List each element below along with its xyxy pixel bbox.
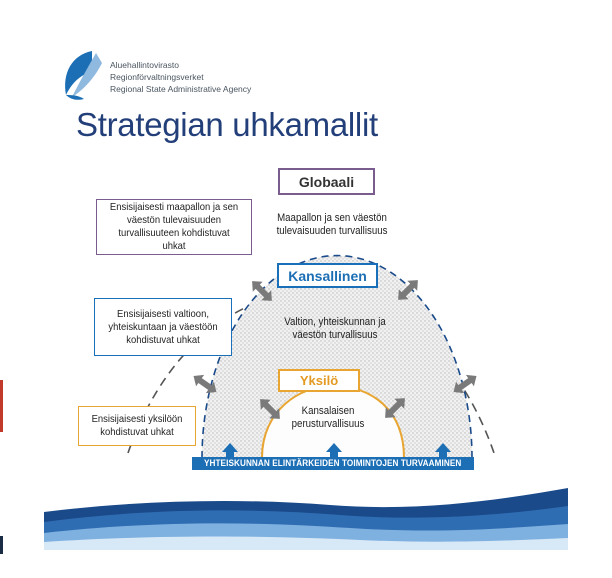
left-edge-accent-dark [0,536,3,554]
foundation-arrows [222,443,451,458]
agency-name-sv: Regionförvaltningsverket [110,72,204,82]
global-heading: Globaali [278,168,375,195]
global-description: Maapallon ja sen väestön tulevaisuuden t… [276,212,388,237]
wave-footer [44,488,568,550]
global-threat-label: Ensisijaisesti maapallon ja sen väestön … [96,199,252,255]
left-edge-accent [0,380,3,432]
national-heading: Kansallinen [277,263,378,288]
individual-heading: Yksilö [278,369,360,392]
agency-name-en: Regional State Administrative Agency [110,84,252,94]
individual-dome [262,386,404,458]
agency-logo-icon [65,51,102,100]
foundation-bar: YHTEISKUNNAN ELINTÄRKEIDEN TOIMINTOJEN T… [192,457,474,470]
slide-title: Strategian uhkamallit [76,106,378,143]
national-threat-label: Ensisijaisesti valtioon, yhteiskuntaan j… [94,298,232,356]
individual-description: Kansalaisen perusturvallisuus [291,405,365,430]
national-description: Valtion, yhteiskunnan ja väestön turvall… [284,316,386,341]
individual-threat-label: Ensisijaisesti yksilöön kohdistuvat uhka… [78,406,196,446]
agency-name-fi: Aluehallintovirasto [110,60,179,70]
